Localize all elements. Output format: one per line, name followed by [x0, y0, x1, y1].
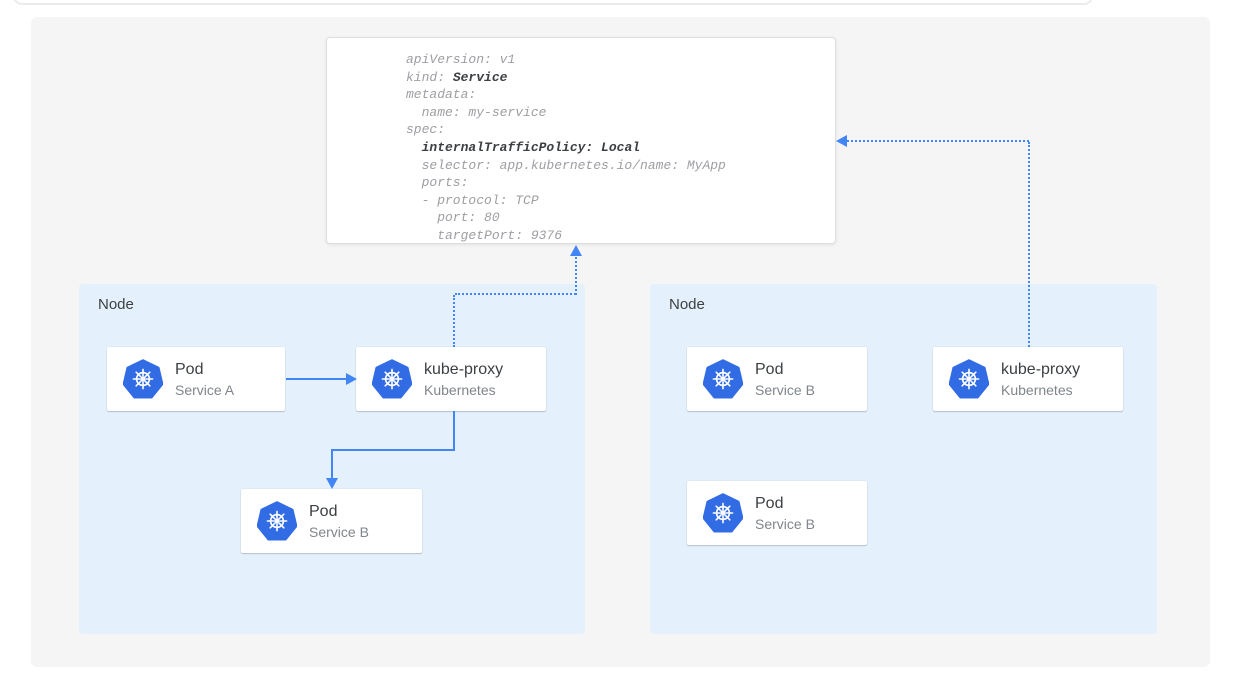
card-title: Pod	[755, 360, 784, 378]
card-subtitle: Service A	[175, 381, 235, 398]
kubernetes-icon	[703, 493, 743, 533]
card-title: Pod	[309, 502, 338, 520]
kube-proxy-right-card: kube-proxy Kubernetes	[933, 347, 1123, 411]
node-right-label: Node	[669, 296, 705, 313]
card-subtitle: Service B	[309, 523, 369, 540]
card-title: kube-proxy	[424, 360, 504, 378]
pod-service-b-left-card: Pod Service B	[241, 489, 422, 553]
pod-service-b-right-top-card: Pod Service B	[687, 347, 867, 411]
card-title: kube-proxy	[1001, 360, 1081, 378]
kubernetes-icon	[257, 501, 297, 541]
kubernetes-icon	[372, 359, 412, 399]
top-divider	[13, 0, 1093, 5]
card-subtitle: Service B	[755, 515, 815, 532]
node-right: Node	[650, 284, 1157, 634]
kubernetes-icon	[949, 359, 989, 399]
card-title: Pod	[755, 494, 784, 512]
kubernetes-icon	[703, 359, 743, 399]
card-subtitle: Kubernetes	[1001, 381, 1073, 398]
card-subtitle: Service B	[755, 381, 815, 398]
card-title: Pod	[175, 360, 204, 378]
card-subtitle: Kubernetes	[424, 381, 496, 398]
kubernetes-icon	[123, 359, 163, 399]
node-left-label: Node	[98, 296, 134, 313]
pod-service-a-card: Pod Service A	[107, 347, 285, 411]
pod-service-b-right-bottom-card: Pod Service B	[687, 481, 867, 545]
kube-proxy-left-card: kube-proxy Kubernetes	[356, 347, 546, 411]
